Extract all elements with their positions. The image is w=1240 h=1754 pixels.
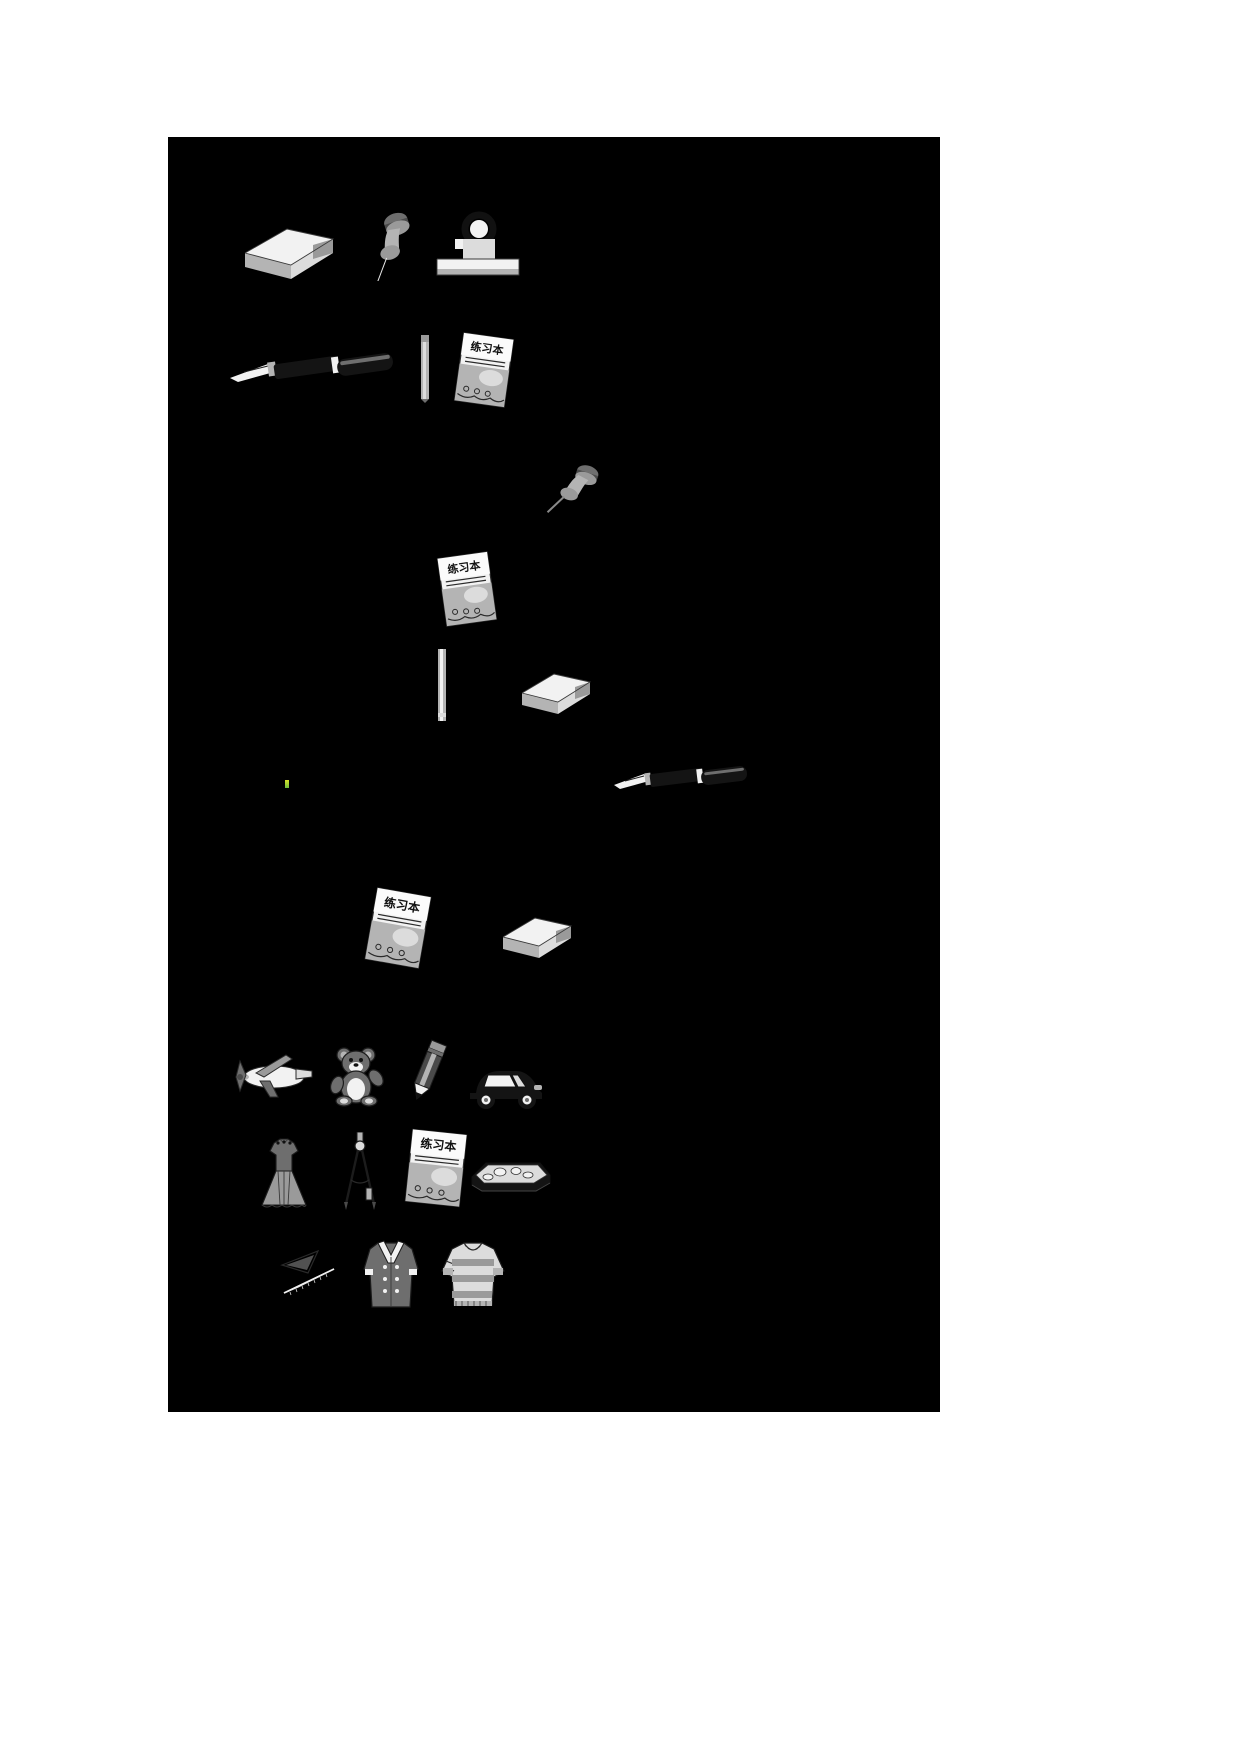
dress-icon (256, 1137, 312, 1209)
toy-plane-icon (226, 1047, 314, 1105)
set-square-icon (278, 1247, 340, 1305)
paper-clamp-icon (433, 209, 523, 287)
fountain-pen-icon (228, 352, 396, 390)
pushpin-icon (544, 453, 614, 534)
teddy-bear-icon (328, 1045, 388, 1107)
notebook-icon: 练习本 (402, 1126, 470, 1210)
toy-car-icon (464, 1059, 546, 1111)
compass-divider-icon (336, 1132, 384, 1210)
notebook-cover-text: 练习本 (470, 339, 505, 357)
eraser-icon (520, 671, 592, 717)
pushpin-icon (363, 209, 425, 281)
coat-icon (358, 1233, 424, 1313)
notebook-cover-text: 练习本 (383, 894, 421, 915)
notebook-icon: 练习本 (362, 884, 435, 971)
color-speck (285, 780, 289, 788)
notebook-cover-text: 练习本 (447, 558, 482, 576)
pencil-icon (406, 1039, 450, 1103)
eraser-icon (501, 915, 573, 961)
pencil-case-icon (468, 1155, 554, 1197)
fountain-pen-icon (612, 765, 750, 795)
notebook-icon: 练习本 (434, 548, 500, 629)
ruler-icon (436, 649, 448, 721)
sweater-icon (440, 1235, 506, 1311)
notebook-cover-text: 练习本 (420, 1135, 457, 1154)
notebook-icon: 练习本 (451, 329, 517, 410)
scanned-page-area: 练习本 (168, 137, 940, 1412)
pencil-upright-icon (418, 333, 432, 403)
eraser-icon (243, 225, 335, 283)
